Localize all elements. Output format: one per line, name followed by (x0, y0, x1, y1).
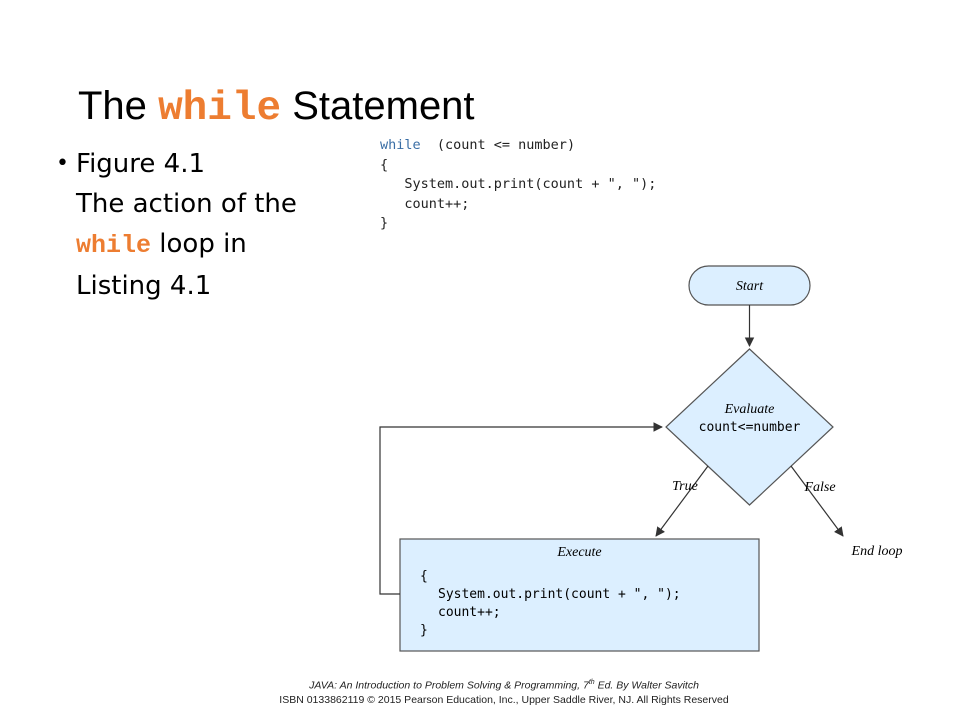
title-keyword: while (158, 86, 282, 132)
footer-line-2: ISBN 0133862119 © 2015 Pearson Education… (279, 693, 729, 706)
bullet-line-1: Figure 4.1 (76, 149, 205, 179)
bullet-keyword: while (76, 231, 152, 260)
code-line-1-rest: (count <= number) (420, 137, 576, 153)
execute-node (399, 538, 760, 652)
arrow-false-branch (790, 465, 844, 537)
execute-line-2: System.out.print(count + ", "); (438, 587, 681, 602)
evaluate-label: Evaluate (724, 402, 775, 417)
code-line-5: } (380, 215, 389, 231)
title-prefix: The (78, 84, 147, 128)
code-line-2: { (380, 156, 389, 173)
code-line-3: System.out.print(count + ", "); (380, 176, 657, 192)
code-keyword: while (380, 137, 421, 153)
bullet-text: Figure 4.1 The action of the while loop … (76, 144, 366, 306)
condition-label: count<=number (699, 420, 801, 435)
bullet-line-3-rest: loop in (151, 229, 247, 259)
footer-citation: JAVA: An Introduction to Problem Solving… (230, 676, 778, 707)
arrow-true-branch (655, 465, 709, 537)
slide-title: The while Statement (78, 82, 475, 133)
bullet-line-4: Listing 4.1 (76, 271, 212, 301)
execute-line-4: } (420, 623, 428, 638)
footer-line-1: JAVA: An Introduction to Problem Solving… (230, 676, 778, 693)
code-snippet: while (count <= number) { System.out.pri… (380, 136, 656, 234)
footer-book-title: JAVA: An Introduction to Problem Solving… (309, 679, 589, 692)
bullet-line-3: while loop in (76, 224, 366, 266)
execute-line-1: { (420, 569, 428, 584)
code-line-4: count++; (380, 195, 470, 212)
end-loop-label: End loop (851, 544, 903, 559)
execute-line-3: count++; (438, 605, 501, 620)
start-label: Start (736, 279, 764, 294)
footer-author: Ed. By Walter Savitch (594, 679, 699, 692)
footer-edition-sup: th (588, 679, 595, 686)
bullet-line-2: The action of the (76, 189, 297, 219)
false-label: False (803, 480, 835, 495)
execute-title: Execute (556, 545, 601, 560)
arrow-loop-back (379, 422, 663, 595)
true-label: True (672, 479, 698, 494)
title-suffix: Statement (292, 84, 475, 128)
bullet-dot: • (56, 151, 69, 176)
